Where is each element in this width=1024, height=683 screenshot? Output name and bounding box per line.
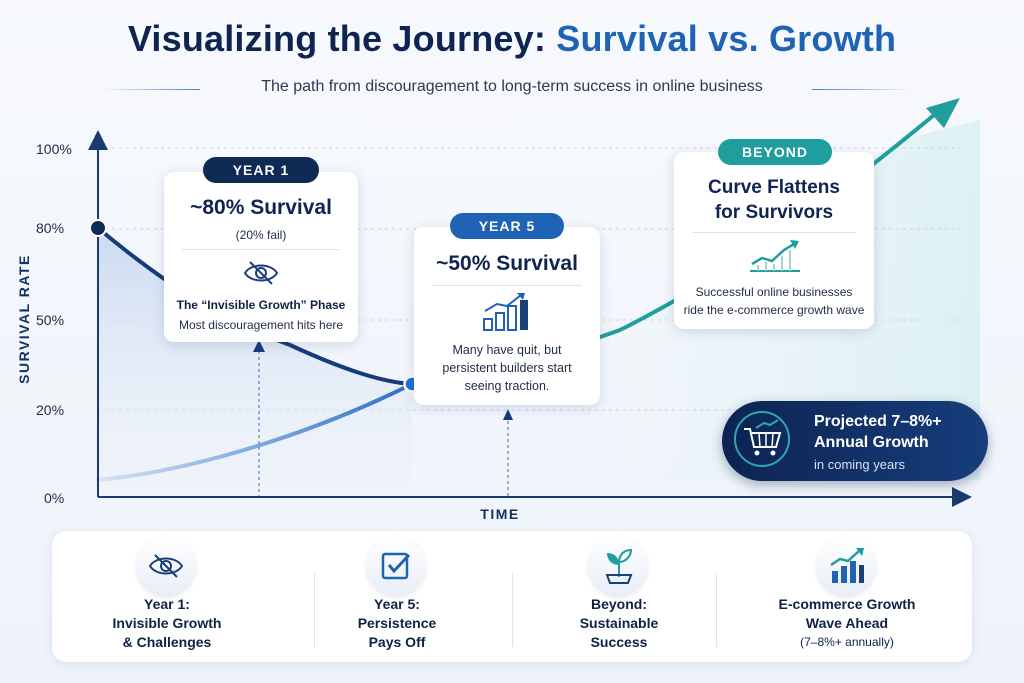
summary-item-year5: Year 5: Persistence Pays Off — [282, 531, 512, 662]
beyond-heading-line1: Curve Flattens — [708, 177, 840, 198]
subtitle-rule-right — [812, 89, 912, 90]
ytick-20: 20% — [36, 402, 65, 418]
beyond-card: Curve Flattens for Survivors Successful … — [674, 152, 874, 329]
summary-icon-circle — [367, 537, 425, 595]
year5-card: ~50% Survival Many have quit, but persis… — [414, 227, 600, 405]
summary-item-ecommerce: E-commerce Growth Wave Ahead (7–8%+ annu… — [732, 531, 962, 662]
ytick-0: 0% — [44, 490, 65, 506]
year1-pointer-arrow — [253, 340, 265, 352]
summary-item-beyond: Beyond: Sustainable Success — [504, 531, 734, 662]
ytick-50: 50% — [36, 312, 65, 328]
year5-body-line2: persistent builders start — [442, 361, 572, 375]
projection-line3: in coming years — [814, 457, 906, 472]
page-title: Visualizing the Journey: Survival vs. Gr… — [0, 18, 1024, 60]
year1-point — [89, 219, 107, 237]
cart-growth-icon — [744, 419, 782, 456]
eye-slash-icon — [243, 261, 279, 285]
summary-text: Beyond: Sustainable Success — [504, 595, 734, 652]
year5-pointer-arrow — [503, 409, 513, 420]
summary-line1: E-commerce Growth — [778, 596, 916, 612]
summary-line3: Success — [590, 634, 648, 650]
summary-line1: Year 5: — [374, 596, 420, 612]
title-part-1: Visualizing the Journey: — [127, 18, 557, 59]
year1-heading: ~80% Survival — [190, 196, 332, 219]
summary-item-year1: Year 1: Invisible Growth & Challenges — [52, 531, 282, 662]
beyond-divider — [692, 232, 856, 233]
year5-body-line3: seeing traction. — [464, 379, 550, 393]
year1-divider — [182, 249, 340, 250]
summary-line2: Persistence — [357, 615, 437, 631]
year5-heading: ~50% Survival — [436, 252, 578, 275]
summary-line3: Pays Off — [368, 634, 426, 650]
summary-line2: Sustainable — [579, 615, 659, 631]
growth-chart-icon — [830, 548, 864, 583]
checkbox-icon — [381, 552, 411, 580]
title-part-2: Survival vs. Growth — [556, 18, 897, 59]
year5-body-line1: Many have quit, but — [452, 343, 562, 357]
ytick-80: 80% — [36, 220, 65, 236]
summary-note: (7–8%+ annually) — [800, 635, 894, 649]
year1-note: (20% fail) — [235, 228, 287, 242]
projection-line1: Projected 7–8%+ — [814, 413, 942, 430]
year1-body: Most discouragement hits here — [178, 318, 344, 332]
bar-chart-growth-icon — [483, 293, 528, 331]
rising-curve — [96, 382, 414, 482]
projection-callout: Projected 7–8%+ Annual Growth in coming … — [722, 401, 988, 481]
year1-pill: YEAR 1 — [203, 157, 319, 183]
trend-chart-icon — [750, 240, 800, 272]
summary-line2: Invisible Growth — [112, 615, 222, 631]
year1-phase: The “Invisible Growth” Phase — [176, 298, 346, 312]
beyond-body-line2: ride the e-commerce growth wave — [683, 303, 865, 317]
year5-divider — [432, 285, 582, 286]
summary-line2: Wave Ahead — [805, 615, 889, 631]
year5-pill: YEAR 5 — [450, 213, 564, 239]
eye-slash-icon — [148, 554, 184, 578]
projection-line2: Annual Growth — [814, 434, 929, 451]
summary-divider — [716, 573, 717, 647]
sprout-icon — [605, 548, 633, 584]
summary-text: Year 5: Persistence Pays Off — [282, 595, 512, 652]
ytick-100: 100% — [36, 141, 72, 157]
summary-text: E-commerce Growth Wave Ahead (7–8%+ annu… — [732, 595, 962, 652]
growth-arrowhead — [926, 98, 960, 128]
summary-line1: Beyond: — [591, 596, 647, 612]
page-subtitle: The path from discouragement to long-ter… — [261, 78, 763, 95]
beyond-heading-line2: for Survivors — [714, 202, 834, 223]
projection-icon-ring — [734, 411, 790, 467]
y-axis-label: SURVIVAL RATE — [16, 254, 32, 384]
beyond-pill: BEYOND — [718, 139, 832, 165]
year1-card: ~80% Survival (20% fail) The “Invisible … — [164, 172, 358, 342]
summary-line1: Year 1: — [144, 596, 190, 612]
summary-line3: & Challenges — [122, 634, 212, 650]
summary-panel: Year 1: Invisible Growth & Challenges Ye… — [52, 531, 972, 662]
subtitle-rule-left — [100, 89, 200, 90]
beyond-body-line1: Successful online businesses — [695, 285, 853, 299]
x-axis-label: TIME — [480, 506, 520, 522]
summary-divider — [314, 573, 315, 647]
summary-divider — [512, 573, 513, 647]
summary-text: Year 1: Invisible Growth & Challenges — [52, 595, 282, 652]
